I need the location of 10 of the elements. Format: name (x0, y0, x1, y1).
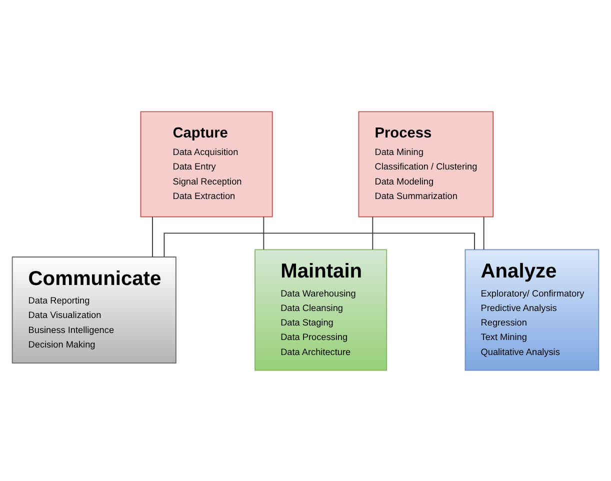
node-box: Process Data Mining Classification / Clustering Data Modeling Data Summarization (358, 110, 494, 217)
node-box: Capture Data Acquisition Data Entry Signal Reception Data Extraction (140, 110, 273, 217)
node-box: Analyze Exploratory/ Confirmatory Predictive Analysis Regression Text Mining Qualitative Analysis (464, 248, 600, 370)
connector (164, 232, 475, 257)
connector (263, 216, 264, 250)
node-box: Communicate Data Reporting Data Visualization Business Intelligence Decision Making (12, 256, 176, 363)
connector (372, 216, 374, 250)
node-box: Maintain Data Warehousing Data Cleansing Data Staging Data Processing Data Architecture (254, 248, 388, 370)
connector (483, 216, 484, 250)
connector (152, 216, 153, 257)
